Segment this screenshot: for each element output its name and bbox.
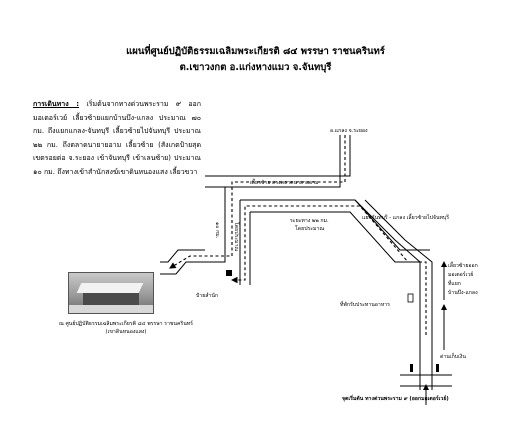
motorway-right — [364, 199, 433, 390]
label-police-box: ที่พักรับประทานอาหาร — [340, 301, 390, 308]
label-junction-chanthaburi: แยกจันทบุรี - แกลง เลี้ยวซ้ายไปจันทบุรี — [362, 213, 449, 221]
temple-hall — [83, 293, 139, 305]
label-exit-left-2: มอเตอร์เวย์ — [448, 271, 473, 278]
temple-roof — [76, 283, 144, 293]
toll-booth-marker-2 — [436, 364, 439, 372]
road-mid-lower — [250, 211, 420, 263]
road-top-lower — [205, 135, 341, 188]
label-exit-left-1: เลี้ยวซ้ายออก — [448, 261, 478, 269]
label-distance-22: ระยะทาง ๒๒ กม. — [290, 218, 329, 224]
label-exit-left-3: ที่แยก — [448, 280, 461, 287]
directions-body: เริ่มต้นจากทางด่วนพระราม ๙ ออกมอเตอร์เวย… — [33, 100, 201, 176]
route-dashed-top — [169, 135, 346, 269]
road-mid-upper — [240, 199, 430, 251]
label-office-sign: ป้ายสำนัก — [196, 292, 218, 299]
label-distance-10: ๑๐ กม. — [214, 222, 220, 239]
label-start: จุดเริ่มต้น ทางด่วนพระราม ๙ (ออกมอเตอร์เ… — [342, 394, 449, 402]
directions-text: การเดินทาง : เริ่มต้นจากทางด่วนพระราม ๙ … — [33, 98, 201, 180]
temple-lawn — [69, 305, 153, 313]
police-box-marker — [407, 293, 414, 303]
motorway-left — [354, 199, 421, 390]
label-toll: ด่านเก็บเงิน — [440, 352, 466, 360]
road-temple-upper — [160, 249, 205, 263]
photo-caption-line2: (เขาดินหนองแสง) — [105, 329, 147, 335]
photo-caption: ณ ศูนย์ปฏิบัติธรรมเฉลิมพระเกียรติ ๘๔ พรร… — [36, 320, 216, 336]
road-temple-lower — [160, 261, 205, 275]
label-exit-left-4: บ้านบึง-แกลง — [448, 289, 478, 296]
route-dashed — [230, 205, 427, 335]
map-title-line2: ต.เขาวงกต อ.แก่งหางแมว จ.จันทบุรี — [179, 62, 332, 73]
label-distance-approx: โดยประมาณ — [295, 225, 324, 232]
label-rayong: อ.แกลง จ.ระยอง — [330, 128, 368, 134]
label-distance-10-approx: โดยประมาณ — [233, 222, 240, 251]
road-vertical-left — [205, 187, 226, 263]
toll-booth-marker — [410, 364, 413, 372]
photo-caption-line1: ณ ศูนย์ปฏิบัติธรรมเฉลิมพระเกียรติ ๘๔ พรร… — [59, 321, 193, 327]
directions-heading: การเดินทาง : — [33, 100, 80, 108]
road-top-upper — [205, 135, 351, 177]
label-turn-left-market: เลี้ยวซ้าย ตรงตลาดนายายอาม — [250, 178, 318, 186]
office-sign-marker — [226, 270, 232, 276]
temple-photo — [68, 272, 154, 314]
map-title-line1: แผนที่ศูนย์ปฏิบัติธรรมเฉลิมพระเกียรติ ๘๔… — [126, 46, 385, 57]
